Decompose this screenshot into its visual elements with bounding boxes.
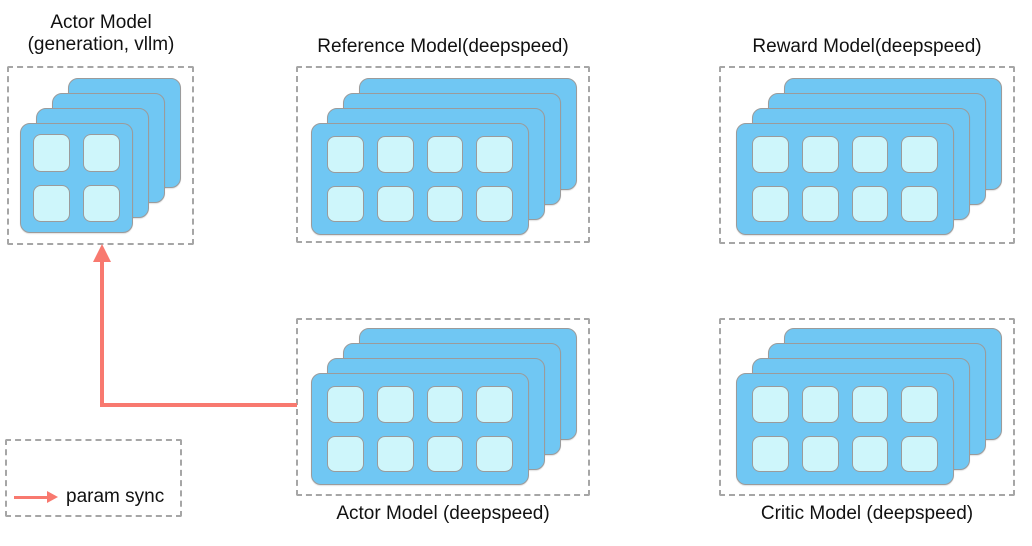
legend-arrowhead-icon [47, 491, 58, 503]
reference-label: Reference Model(deepspeed) [317, 36, 569, 57]
gpu-cell [901, 185, 938, 222]
gpu-cell [752, 185, 789, 222]
gpu-cell [476, 386, 513, 423]
gpu-cell [901, 435, 938, 472]
gpu-cell [327, 136, 364, 173]
gpu-cell [83, 134, 120, 172]
actor-vllm-label: Actor Model (generation, vllm) [0, 12, 202, 56]
gpu-cell [801, 435, 839, 472]
legend-box [5, 439, 182, 517]
actor-vllm-gpu-stack [20, 78, 181, 233]
gpu-cell [851, 386, 889, 423]
gpu-cell [327, 386, 364, 423]
gpu-cell [33, 134, 70, 172]
reference-gpu-stack [311, 78, 577, 235]
gpu-cell-grid [752, 386, 938, 472]
gpu-cell [327, 435, 364, 472]
gpu-cell [851, 185, 889, 222]
gpu-cell [752, 386, 789, 423]
actor-vllm-box [7, 66, 194, 245]
gpu-cell [33, 184, 70, 222]
gpu-cell-grid [327, 136, 513, 222]
gpu-cell [851, 136, 889, 173]
gpu-cell [901, 386, 938, 423]
gpu-cell [476, 435, 513, 472]
gpu-cell-grid [327, 386, 513, 472]
reference-box [296, 66, 590, 243]
reward-label: Reward Model(deepspeed) [752, 36, 982, 57]
gpu-cell [376, 136, 414, 173]
gpu-cell [476, 185, 513, 222]
gpu-cell [801, 136, 839, 173]
gpu-cell [901, 136, 938, 173]
gpu-cell [426, 386, 464, 423]
gpu-cell [426, 185, 464, 222]
actor-vllm-label-line2: (generation, vllm) [27, 34, 175, 55]
gpu-cell [376, 435, 414, 472]
gpu-cell [476, 136, 513, 173]
param-sync-arrow-vertical [100, 260, 104, 405]
gpu-cell-grid [752, 136, 938, 222]
param-sync-arrowhead-icon [93, 244, 111, 262]
gpu-cell [327, 185, 364, 222]
gpu-cell [376, 386, 414, 423]
critic-label: Critic Model (deepspeed) [760, 503, 974, 524]
gpu-cell-grid [33, 134, 120, 222]
legend-arrow-line [14, 495, 47, 499]
reward-gpu-stack [736, 78, 1002, 235]
gpu-cell [376, 185, 414, 222]
legend-row: param sync [14, 486, 164, 508]
gpu-cell [801, 386, 839, 423]
actor-deepspeed-label: Actor Model (deepspeed) [336, 503, 550, 524]
legend-label: param sync [66, 486, 165, 507]
gpu-card [311, 373, 529, 485]
gpu-cell [851, 435, 889, 472]
critic-box [719, 318, 1015, 496]
gpu-cell [752, 136, 789, 173]
gpu-card [736, 123, 954, 235]
gpu-cell [752, 435, 789, 472]
gpu-cell [426, 136, 464, 173]
critic-gpu-stack [736, 328, 1002, 485]
actor-deepspeed-gpu-stack [311, 328, 577, 485]
gpu-cell [801, 185, 839, 222]
actor-deepspeed-box [296, 318, 590, 496]
actor-vllm-label-line1: Actor Model [50, 12, 152, 33]
gpu-cell [426, 435, 464, 472]
gpu-cell [83, 184, 120, 222]
gpu-card [20, 123, 133, 233]
gpu-card [311, 123, 529, 235]
reward-box [719, 66, 1015, 244]
param-sync-arrow-horizontal [100, 403, 297, 407]
gpu-card [736, 373, 954, 485]
